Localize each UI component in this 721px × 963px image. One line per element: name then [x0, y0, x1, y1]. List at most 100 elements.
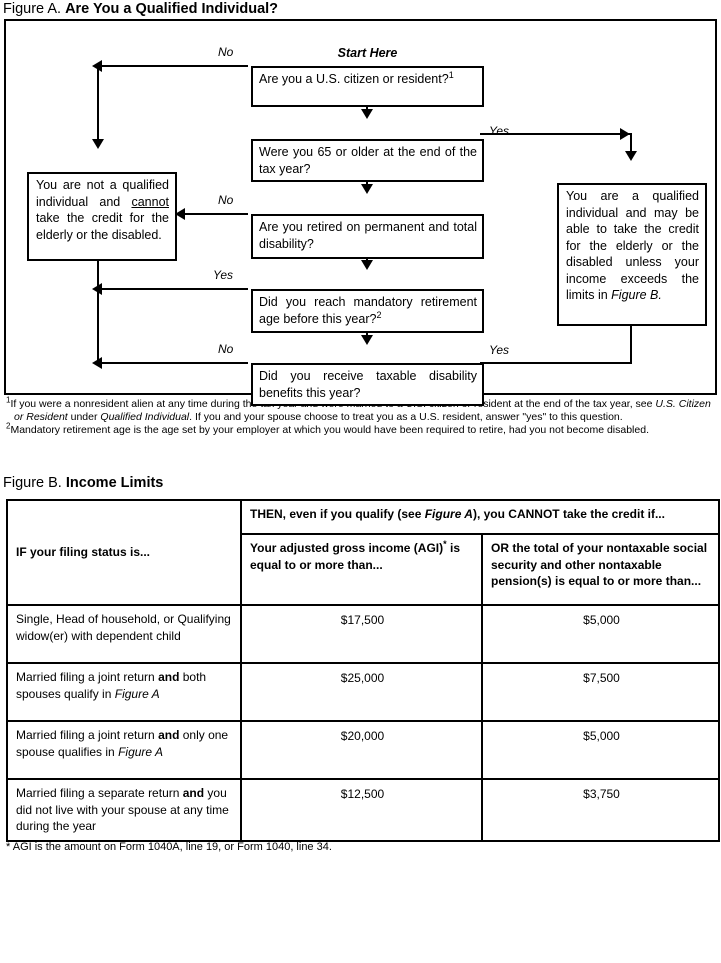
outcome-not-qualified-text-pre: You are not a qualified individual and — [36, 178, 169, 209]
table-row: Single, Head of household, or Qualifying… — [6, 604, 721, 664]
edge-q3-no-arrowhead — [175, 208, 185, 220]
table-row: Married filing a joint return and only o… — [6, 720, 721, 780]
edge-q5-yes-horizontal — [480, 362, 632, 364]
figure-a-caption-label: Figure A. — [3, 1, 62, 17]
question-box-age-65[interactable]: Were you 65 or older at the end of the t… — [251, 139, 484, 182]
table-header-agi-pre: Your adjusted gross income (AGI) — [250, 541, 444, 555]
edge-label-q2-yes: Yes — [489, 124, 510, 138]
table-header-agi-post: is equal to or more than... — [250, 541, 460, 572]
edge-q1-no-horizontal — [98, 65, 248, 67]
outcome-box-qualified[interactable]: You are a qualified individual and may b… — [557, 183, 707, 326]
figure-a-caption-title: Are You a Qualified Individual? — [65, 1, 279, 17]
table-header-then-span: THEN, even if you qualify (see Figure A)… — [239, 499, 721, 535]
row-2-nontaxable-limit: $7,500 — [480, 662, 721, 722]
row-3-part-1: Married filing a joint return — [16, 728, 159, 742]
row-1-nontaxable-limit: $5,000 — [480, 604, 721, 664]
table-header-filing-status-text: IF your filing status is... — [16, 545, 151, 560]
edge-q2-yes-vertical — [630, 133, 632, 151]
row-1-filing-status-text: Single, Head of household, or Qualifying… — [16, 612, 231, 643]
edge-label-q3-no: No — [218, 193, 234, 207]
footnote-1-marker: 1 — [6, 395, 11, 405]
edge-label-q5-yes: Yes — [489, 343, 510, 357]
table-header-row-top: IF your filing status is... THEN, even i… — [6, 499, 721, 606]
footnote-1-emphasis-1: U.S. Citizen or Resident — [14, 398, 711, 424]
table-header-agi-marker: * — [443, 539, 447, 549]
row-2-agi-limit: $25,000 — [240, 662, 483, 722]
edge-q4-yes-horizontal — [98, 288, 248, 290]
table-header-then-figure-a-ref: Figure A — [424, 507, 473, 521]
row-2-part-4: Figure A — [114, 686, 160, 701]
table-header-nontaxable: OR the total of your nontaxable social s… — [480, 533, 721, 606]
question-box-mandatory-retirement[interactable]: Did you reach mandatory retirement age b… — [251, 289, 484, 333]
figure-b-caption-label: Figure B. — [3, 475, 62, 491]
outcome-not-qualified-emphasis: cannot — [131, 194, 169, 209]
edge-q5-no-arrowhead — [92, 357, 102, 369]
footnote-2-text: Mandatory retirement age is the age set … — [10, 424, 649, 437]
figure-a-caption: Figure A. Are You a Qualified Individual… — [3, 0, 278, 18]
edge-q2-no-arrowhead — [361, 184, 373, 194]
footnote-1-emphasis-2: Qualified Individual — [100, 411, 190, 424]
question-box-citizen-text: Are you a U.S. citizen or resident? — [259, 72, 449, 86]
table-header-nontaxable-text: OR the total of your nontaxable social s… — [491, 541, 708, 588]
question-box-age-65-text: Were you 65 or older at the end of the t… — [259, 145, 477, 176]
table-row: Married filing a joint return and both s… — [6, 662, 721, 722]
question-box-retired-disability-text: Are you retired on permanent and total d… — [259, 220, 477, 251]
row-2-part-2: and — [158, 670, 180, 684]
edge-label-q1-no: No — [218, 45, 234, 59]
start-here-label: Start Here — [337, 46, 398, 60]
edge-q2-yes-arrowhead — [620, 128, 630, 140]
row-2-filing-status: Married filing a joint return and both s… — [6, 662, 242, 722]
question-box-mandatory-retirement-footnote-marker: 2 — [376, 309, 382, 320]
edge-label-q5-no: No — [218, 342, 234, 356]
question-box-citizen[interactable]: Are you a U.S. citizen or resident?1 — [251, 66, 484, 107]
row-3-agi-limit: $20,000 — [240, 720, 483, 780]
row-4-filing-status: Married filing a separate return and you… — [6, 778, 242, 842]
edge-q3-yes-arrowhead — [361, 260, 373, 270]
edge-q2-yes-horizontal — [480, 133, 632, 135]
edge-q4-no-arrowhead — [361, 335, 373, 345]
question-box-citizen-footnote-marker: 1 — [448, 69, 454, 80]
question-box-taxable-disability-benefits[interactable]: Did you receive taxable disability benef… — [251, 363, 484, 406]
question-box-taxable-disability-benefits-text: Did you receive taxable disability benef… — [259, 369, 477, 400]
table-header-filing-status: IF your filing status is... — [6, 499, 242, 606]
row-3-filing-status: Married filing a joint return and only o… — [6, 720, 242, 780]
edge-q1-no-arrowhead — [92, 60, 102, 72]
outcome-box-not-qualified[interactable]: You are not a qualified individual and c… — [27, 172, 177, 261]
row-4-part-2: and — [182, 786, 205, 800]
edge-q5-yes-vertical — [630, 321, 632, 364]
edge-q1-no-vertical — [97, 65, 99, 139]
footnote-1-part-c: . If you and your spouse choose to treat… — [189, 411, 623, 424]
edge-q5-no-horizontal — [98, 362, 248, 364]
edge-label-q4-yes: Yes — [213, 268, 234, 282]
outcome-qualified-text-pre: You are a qualified individual and may b… — [566, 189, 699, 302]
edge-left-return-rail — [97, 252, 99, 364]
question-box-retired-disability[interactable]: Are you retired on permanent and total d… — [251, 214, 484, 259]
footnote-2-marker: 2 — [6, 421, 11, 431]
row-3-nontaxable-limit: $5,000 — [480, 720, 721, 780]
figure-a-flowchart-frame: Start Here No Yes Yes No No Yes Yes No N… — [4, 19, 717, 406]
edge-to-qualified-arrowhead — [625, 151, 637, 161]
row-4-part-3: you did not live with your spouse at any… — [16, 786, 229, 833]
figure-a-footnote-2: 2Mandatory retirement age is the age set… — [6, 421, 718, 437]
footnote-1-part-b: under — [67, 411, 101, 424]
row-2-part-1: Married filing a joint return — [16, 670, 159, 684]
edge-q3-no-horizontal — [181, 213, 248, 215]
row-2-part-3: both spouses qualify in — [16, 670, 207, 701]
table-header-row-bottom: Your adjusted gross income (AGI)* is equ… — [7, 533, 721, 606]
row-4-agi-limit: $12,500 — [240, 778, 483, 842]
table-row: Married filing a separate return and you… — [6, 778, 721, 842]
row-3-part-3: only one spouse qualifies in — [16, 728, 229, 759]
question-box-mandatory-retirement-text: Did you reach mandatory retirement age b… — [259, 295, 477, 326]
row-1-agi-limit: $17,500 — [240, 604, 483, 664]
row-3-part-2: and — [158, 728, 180, 742]
table-header-agi: Your adjusted gross income (AGI)* is equ… — [240, 533, 483, 606]
outcome-qualified-figure-b-reference: Figure B. — [611, 288, 662, 302]
table-header-then-pre: THEN, even if you qualify (see — [250, 507, 425, 521]
row-4-nontaxable-limit: $3,750 — [480, 778, 721, 842]
figure-b-caption: Figure B. Income Limits — [3, 474, 163, 492]
income-limits-table: IF your filing status is... THEN, even i… — [6, 499, 721, 842]
edge-q4-yes-arrowhead — [92, 283, 102, 295]
edge-q1-yes-arrowhead — [361, 109, 373, 119]
row-4-part-1: Married filing a separate return — [16, 786, 183, 800]
figure-b-footnote: * AGI is the amount on Form 1040A, line … — [6, 841, 332, 853]
